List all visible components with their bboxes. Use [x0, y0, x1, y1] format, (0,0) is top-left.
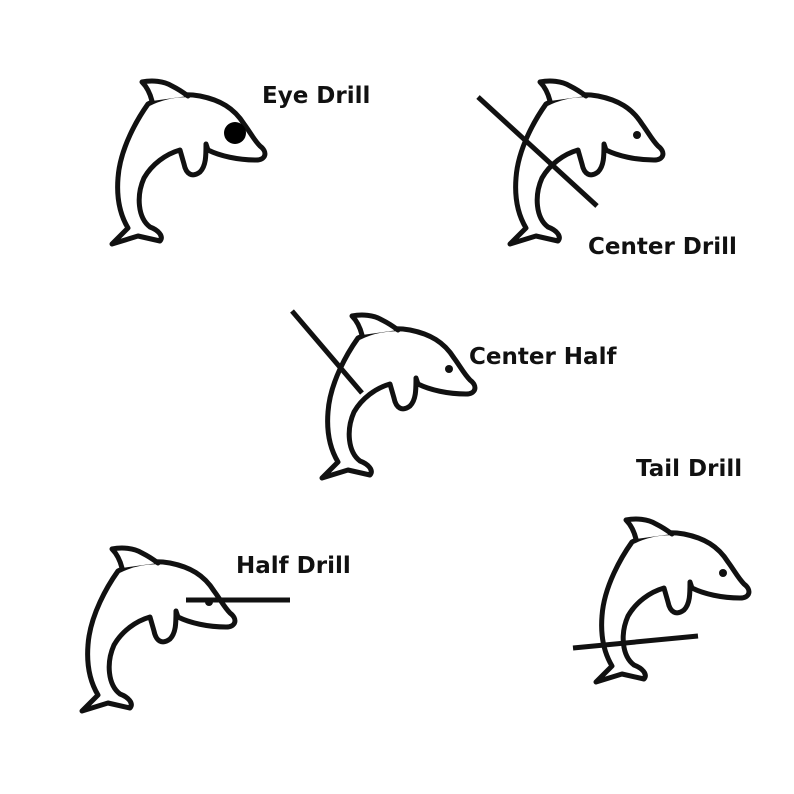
eye-dot-icon — [445, 365, 453, 373]
eye-marker-icon — [224, 122, 246, 144]
center-drill-label: Center Drill — [588, 234, 737, 260]
eye-dot-icon — [633, 131, 641, 139]
center-half-label: Center Half — [469, 344, 617, 370]
tail-drill-label: Tail Drill — [636, 456, 743, 482]
eye-dot-icon — [205, 598, 213, 606]
dolphin-icon — [108, 78, 278, 253]
dolphin-icon — [592, 516, 762, 691]
eye-dot-icon — [719, 569, 727, 577]
dolphin-icon — [78, 545, 248, 720]
dolphin-icon — [506, 78, 676, 253]
eye-drill-label: Eye Drill — [262, 83, 371, 109]
dolphin-icon — [318, 312, 488, 487]
half-drill-label: Half Drill — [236, 553, 351, 579]
